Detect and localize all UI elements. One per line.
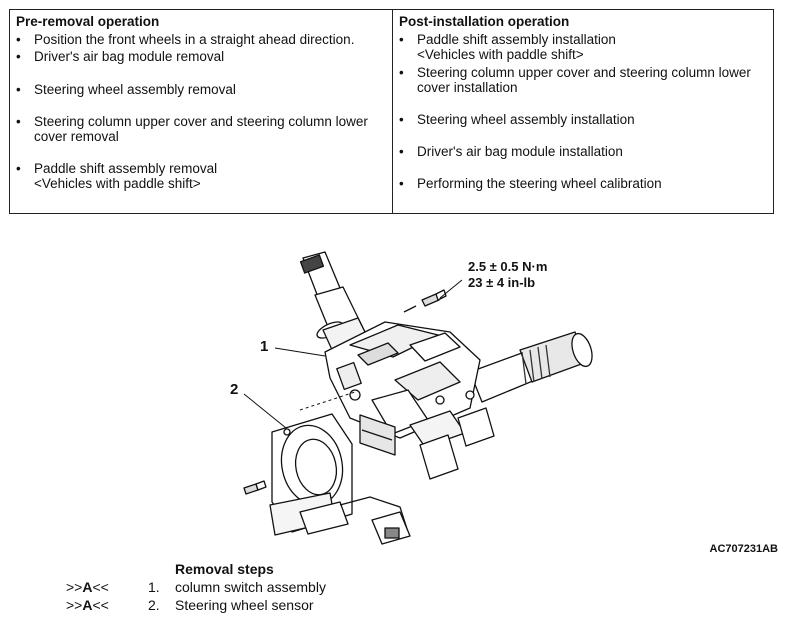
- screw: [403, 289, 447, 313]
- steering-wheel-sensor: [269, 413, 411, 545]
- leader-line: [274, 347, 326, 357]
- step-label: Steering wheel sensor: [175, 597, 314, 613]
- pre-removal-item: •Steering column upper cover and steerin…: [16, 114, 368, 144]
- post-installation-item: •Paddle shift assembly installation <Veh…: [399, 32, 616, 62]
- pre-removal-heading: Pre-removal operation: [16, 14, 160, 29]
- column-switch-body: [324, 321, 495, 480]
- post-installation-item: •Steering column upper cover and steerin…: [399, 65, 751, 95]
- step-marker: >>A<<: [66, 579, 109, 595]
- removal-step: >>A<< 1. column switch assembly: [66, 579, 326, 595]
- callout-1: 1: [260, 338, 269, 355]
- removal-step: >>A<< 2. Steering wheel sensor: [66, 597, 314, 613]
- figure-code: AC707231AB: [709, 543, 778, 555]
- removal-steps-title: Removal steps: [175, 561, 274, 577]
- leader-line: [439, 279, 463, 299]
- pre-removal-column: Pre-removal operation •Position the fron…: [10, 10, 393, 213]
- post-installation-item: •Driver's air bag module installation: [399, 144, 623, 159]
- torque-spec: 2.5 ± 0.5 N·m 23 ± 4 in-lb: [468, 259, 548, 290]
- screw: [243, 480, 267, 495]
- post-installation-item: •Performing the steering wheel calibrati…: [399, 176, 662, 191]
- post-installation-column: Post-installation operation •Paddle shif…: [393, 10, 773, 213]
- column-switch-illustration: [243, 251, 593, 545]
- post-installation-item: •Steering wheel assembly installation: [399, 112, 635, 127]
- step-label: column switch assembly: [175, 579, 326, 595]
- right-stalk: [469, 331, 593, 403]
- callout-2: 2: [230, 381, 239, 398]
- pre-removal-item: •Paddle shift assembly removal <Vehicles…: [16, 161, 218, 191]
- left-stalk: [299, 251, 369, 353]
- pre-removal-item: •Position the front wheels in a straight…: [16, 32, 355, 47]
- step-marker: >>A<<: [66, 597, 109, 613]
- leader-line: [243, 393, 287, 429]
- post-installation-heading: Post-installation operation: [399, 14, 570, 29]
- operations-table: Pre-removal operation •Position the fron…: [9, 9, 774, 214]
- pre-removal-item: •Driver's air bag module removal: [16, 49, 225, 64]
- pre-removal-item: •Steering wheel assembly removal: [16, 82, 236, 97]
- center-line: [299, 391, 356, 411]
